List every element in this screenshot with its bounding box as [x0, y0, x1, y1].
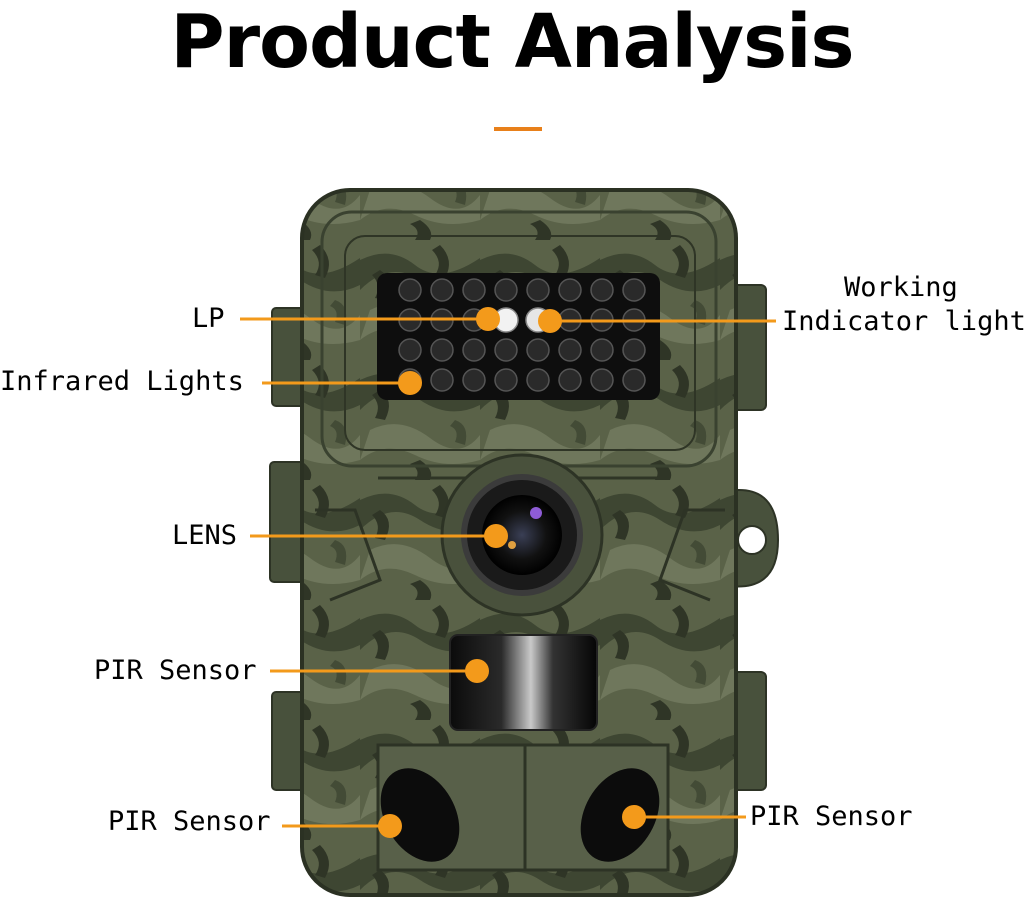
label-lp: LP	[192, 303, 225, 334]
pir-sensor-left	[380, 768, 460, 862]
page-title: Product Analysis	[170, 0, 854, 85]
pir-sensor-center	[449, 634, 598, 731]
label-lens: LENS	[172, 520, 238, 551]
label-indicator-light: Indicator light	[782, 306, 1024, 337]
label-pir-sensor-left: PIR Sensor	[108, 806, 271, 837]
label-pir-sensor-right: PIR Sensor	[750, 801, 913, 832]
title-accent-bar	[494, 127, 542, 131]
label-pir-sensor-center: PIR Sensor	[94, 655, 257, 686]
ir-led-panel	[377, 273, 660, 400]
pir-sensor-right	[580, 768, 660, 862]
callouts	[240, 307, 776, 838]
label-working: Working	[844, 272, 958, 303]
label-infrared-lights: Infrared Lights	[0, 366, 244, 397]
